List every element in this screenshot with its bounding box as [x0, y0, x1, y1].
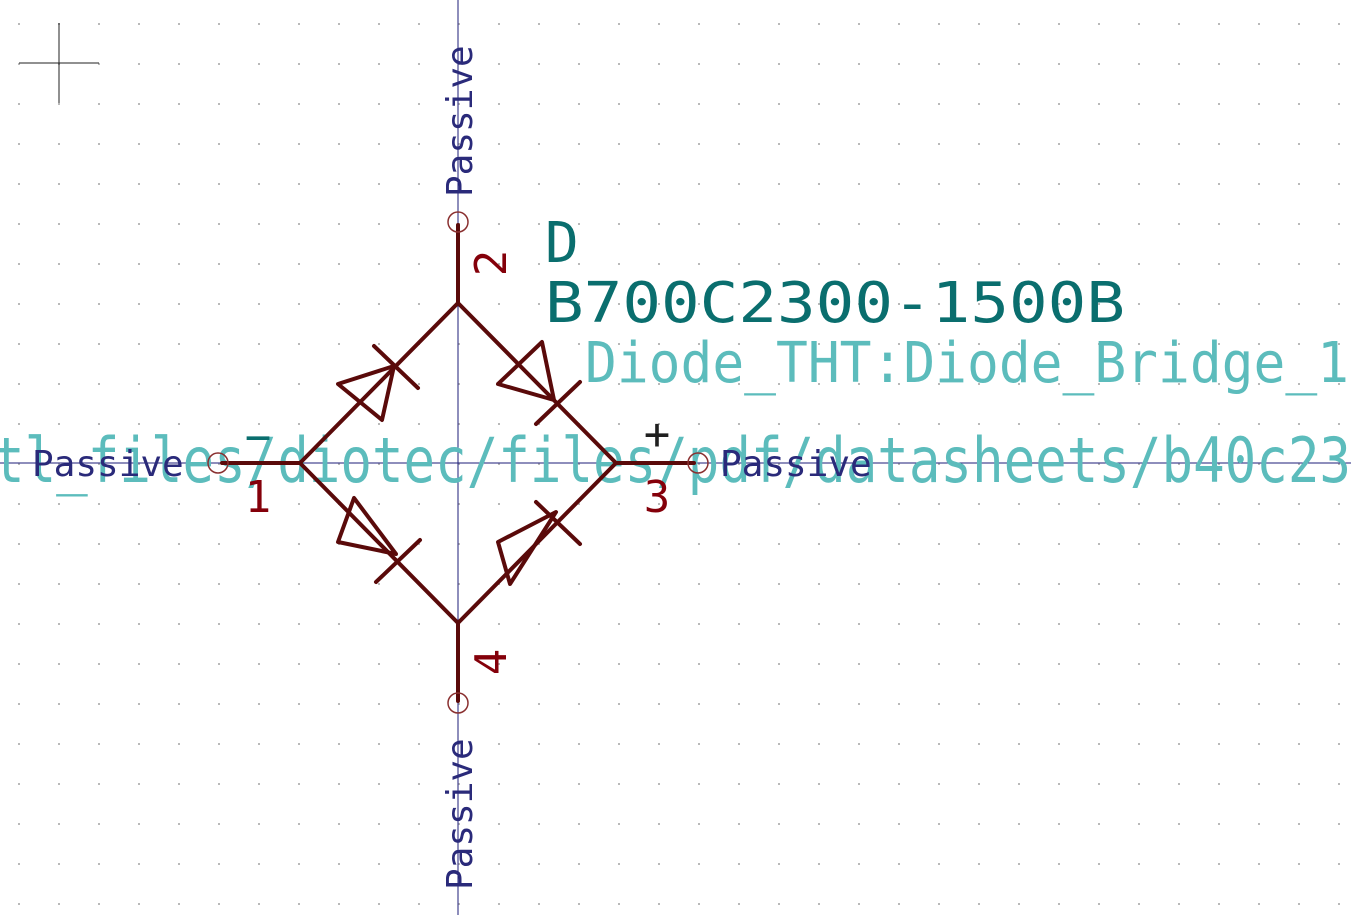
- pin-4-endpoint[interactable]: [447, 692, 469, 714]
- pin-3-type: Passive: [720, 444, 872, 485]
- diode-bottom-left-icon: [336, 496, 422, 584]
- diode-top-left-icon: [336, 344, 420, 422]
- pin-3-endpoint[interactable]: [687, 452, 709, 474]
- diode-bottom-right-icon: [496, 500, 582, 586]
- diode-top-right-icon: [496, 340, 582, 426]
- value-field[interactable]: B700C2300-1500B: [545, 271, 1125, 336]
- pin-3-plus-mark: +: [644, 409, 671, 460]
- pin-1-type: Passive: [32, 444, 184, 485]
- pin-4-number: 4: [466, 649, 517, 676]
- reference-field[interactable]: D: [545, 211, 579, 276]
- datasheet-field[interactable]: tl_files/diotec/files/pdf/datasheets/b40…: [0, 424, 1351, 497]
- cursor-crosshair-icon: [19, 23, 99, 103]
- pin-3-number: 3: [644, 472, 671, 523]
- pin-1-endpoint[interactable]: [207, 452, 229, 474]
- pin-2-endpoint[interactable]: [447, 211, 469, 233]
- footprint-field[interactable]: Diode_THT:Diode_Bridge_1: [585, 331, 1349, 396]
- pin-1-minus-mark: −: [245, 412, 272, 463]
- pin-4-type: Passive: [440, 738, 481, 890]
- pin-2-type: Passive: [440, 45, 481, 197]
- pin-1-number: 1: [245, 472, 272, 523]
- pin-2-number: 2: [466, 250, 517, 277]
- bridge-body[interactable]: [298, 301, 618, 625]
- bridge-diamond-outline: [298, 301, 618, 625]
